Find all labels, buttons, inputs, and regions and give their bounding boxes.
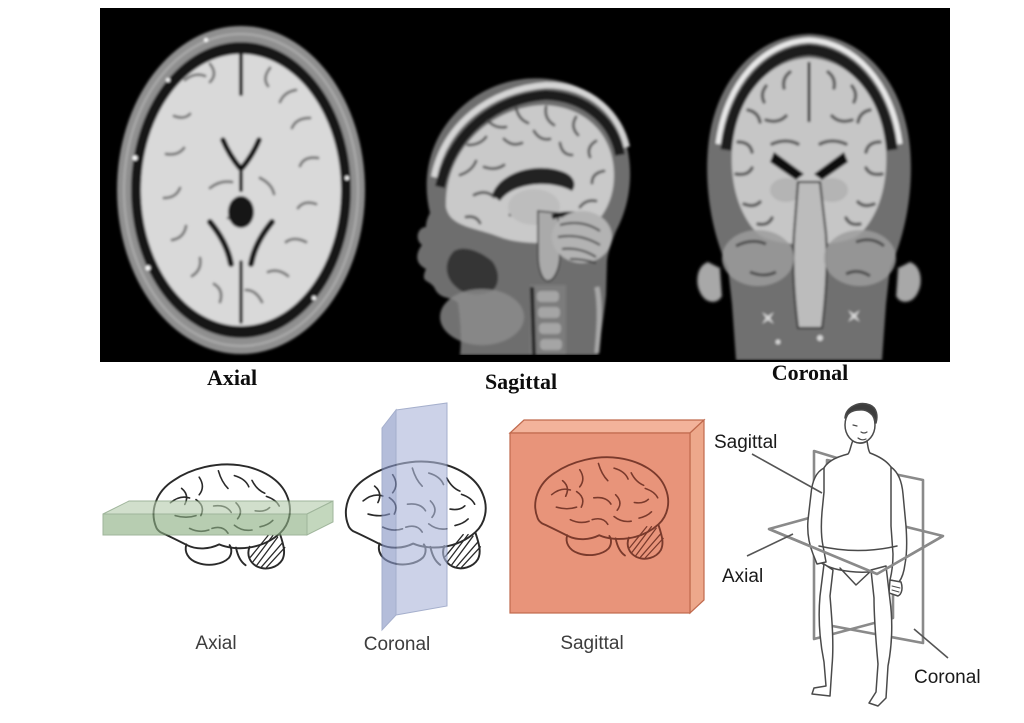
axial-slice [117,26,365,354]
coronal-diagram-label: Coronal [363,634,431,655]
scalp-bright-spots [132,38,349,300]
mri-panel [100,8,950,362]
body-sagittal-label: Sagittal [714,432,777,453]
coronal-scan-label: Coronal [771,360,849,385]
coronal-plane-slab [381,402,448,632]
vertebrae [537,291,562,350]
sagittal-slice [417,78,631,355]
body-coronal-label: Coronal [914,667,981,688]
axial-diagram-label: Axial [195,633,237,654]
sagittal-diagram-label: Sagittal [560,633,624,654]
body-axial-label: Axial [722,566,763,587]
body-planes-diagram: Sagittal Axial Coronal [714,402,981,707]
sagittal-plane-slab [508,418,706,615]
coronal-mri-scan [696,34,922,360]
axial-mri-scan [117,26,365,354]
leader-lines [746,453,949,659]
sagittal-plane-diagram [508,418,706,615]
axial-plane-diagram [102,463,334,570]
axial-scan-label: Axial [206,365,258,390]
coronal-slice [696,34,922,360]
body-diagram-labels: Sagittal Axial Coronal [714,432,981,688]
human-figure [807,402,908,707]
bright-spots [762,310,860,345]
axial-plane-front-edge [768,527,944,576]
sagittal-scan-label: Sagittal [484,369,558,394]
sagittal-mri-scan [417,78,631,355]
coronal-plane-diagram [344,402,487,632]
axial-plane-slab [102,500,334,536]
